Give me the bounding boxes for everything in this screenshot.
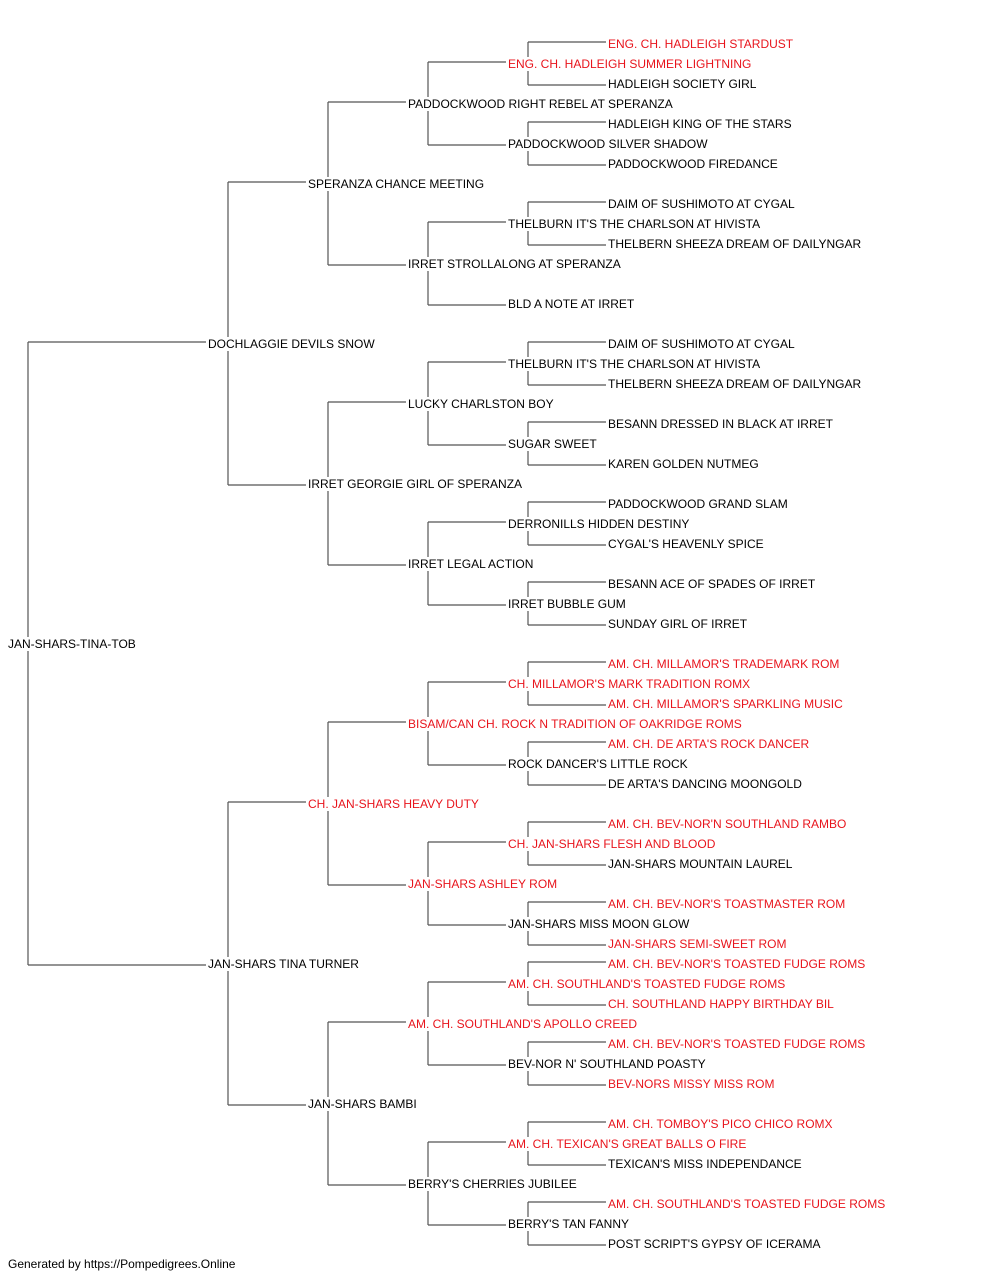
pedigree-entry-grandparent: IRRET GEORGIE GIRL OF SPERANZA <box>308 477 525 491</box>
pedigree-entry-gg-grandparent: CH. JAN-SHARS FLESH AND BLOOD <box>508 837 718 851</box>
pedigree-entry-ggg-grandparent: AM. CH. BEV-NOR'N SOUTHLAND RAMBO <box>608 817 849 831</box>
pedigree-entry-great-grandparent: IRRET STROLLALONG AT SPERANZA <box>408 257 623 271</box>
pedigree-entry-gg-grandparent: ENG. CH. HADLEIGH SUMMER LIGHTNING <box>508 57 754 71</box>
pedigree-entry-ggg-grandparent: TEXICAN'S MISS INDEPENDANCE <box>608 1157 804 1171</box>
pedigree-entry-ggg-grandparent: CH. SOUTHLAND HAPPY BIRTHDAY BIL <box>608 997 836 1011</box>
pedigree-entry-ggg-grandparent: AM. CH. BEV-NOR'S TOASTED FUDGE ROMS <box>608 1037 868 1051</box>
footer-credit: Generated by https://Pompedigrees.Online <box>8 1257 236 1271</box>
pedigree-entry-ggg-grandparent: AM. CH. BEV-NOR'S TOASTED FUDGE ROMS <box>608 957 868 971</box>
pedigree-entry-great-grandparent: IRRET LEGAL ACTION <box>408 557 536 571</box>
pedigree-entry-great-grandparent: LUCKY CHARLSTON BOY <box>408 397 556 411</box>
pedigree-entry-ggg-grandparent: AM. CH. TOMBOY'S PICO CHICO ROMX <box>608 1117 835 1131</box>
pedigree-entry-gg-grandparent: AM. CH. SOUTHLAND'S TOASTED FUDGE ROMS <box>508 977 788 991</box>
pedigree-entry-grandparent: CH. JAN-SHARS HEAVY DUTY <box>308 797 481 811</box>
pedigree-entry-grandparent: JAN-SHARS BAMBI <box>308 1097 419 1111</box>
pedigree-entry-dog: JAN-SHARS-TINA-TOB <box>8 637 138 651</box>
pedigree-entry-gg-grandparent: SUGAR SWEET <box>508 437 599 451</box>
pedigree-entry-gg-grandparent: BLD A NOTE AT IRRET <box>508 297 637 311</box>
pedigree-entry-ggg-grandparent: AM. CH. MILLAMOR'S TRADEMARK ROM <box>608 657 842 671</box>
pedigree-entry-ggg-grandparent: KAREN GOLDEN NUTMEG <box>608 457 761 471</box>
pedigree-entry-great-grandparent: JAN-SHARS ASHLEY ROM <box>408 877 560 891</box>
pedigree-entry-ggg-grandparent: AM. CH. MILLAMOR'S SPARKLING MUSIC <box>608 697 845 711</box>
pedigree-entry-great-grandparent: BERRY'S CHERRIES JUBILEE <box>408 1177 579 1191</box>
pedigree-entry-gg-grandparent: BERRY'S TAN FANNY <box>508 1217 631 1231</box>
pedigree-entry-gg-grandparent: BEV-NOR N' SOUTHLAND POASTY <box>508 1057 708 1071</box>
pedigree-entry-ggg-grandparent: AM. CH. SOUTHLAND'S TOASTED FUDGE ROMS <box>608 1197 888 1211</box>
pedigree-entry-ggg-grandparent: CYGAL'S HEAVENLY SPICE <box>608 537 766 551</box>
pedigree-entry-ggg-grandparent: AM. CH. BEV-NOR'S TOASTMASTER ROM <box>608 897 848 911</box>
pedigree-entry-sire-or-dam: DOCHLAGGIE DEVILS SNOW <box>208 337 377 351</box>
pedigree-entry-great-grandparent: BISAM/CAN CH. ROCK N TRADITION OF OAKRID… <box>408 717 744 731</box>
pedigree-entry-gg-grandparent: DERRONILLS HIDDEN DESTINY <box>508 517 692 531</box>
pedigree-entry-ggg-grandparent: HADLEIGH SOCIETY GIRL <box>608 77 759 91</box>
pedigree-entry-ggg-grandparent: THELBERN SHEEZA DREAM OF DAILYNGAR <box>608 237 864 251</box>
pedigree-entry-ggg-grandparent: AM. CH. DE ARTA'S ROCK DANCER <box>608 737 812 751</box>
pedigree-entry-ggg-grandparent: DAIM OF SUSHIMOTO AT CYGAL <box>608 337 797 351</box>
pedigree-entry-ggg-grandparent: ENG. CH. HADLEIGH STARDUST <box>608 37 796 51</box>
pedigree-entry-sire-or-dam: JAN-SHARS TINA TURNER <box>208 957 361 971</box>
pedigree-entry-ggg-grandparent: POST SCRIPT'S GYPSY OF ICERAMA <box>608 1237 823 1251</box>
pedigree-entry-gg-grandparent: AM. CH. TEXICAN'S GREAT BALLS O FIRE <box>508 1137 749 1151</box>
pedigree-entry-ggg-grandparent: JAN-SHARS SEMI-SWEET ROM <box>608 937 789 951</box>
pedigree-entry-gg-grandparent: THELBURN IT'S THE CHARLSON AT HIVISTA <box>508 357 763 371</box>
pedigree-entry-grandparent: SPERANZA CHANCE MEETING <box>308 177 487 191</box>
pedigree-entry-ggg-grandparent: DAIM OF SUSHIMOTO AT CYGAL <box>608 197 797 211</box>
pedigree-entry-ggg-grandparent: SUNDAY GIRL OF IRRET <box>608 617 750 631</box>
pedigree-entry-gg-grandparent: JAN-SHARS MISS MOON GLOW <box>508 917 692 931</box>
pedigree-entry-great-grandparent: PADDOCKWOOD RIGHT REBEL AT SPERANZA <box>408 97 675 111</box>
pedigree-entry-ggg-grandparent: HADLEIGH KING OF THE STARS <box>608 117 794 131</box>
pedigree-entry-gg-grandparent: ROCK DANCER'S LITTLE ROCK <box>508 757 690 771</box>
pedigree-entry-ggg-grandparent: BEV-NORS MISSY MISS ROM <box>608 1077 777 1091</box>
pedigree-entry-ggg-grandparent: THELBERN SHEEZA DREAM OF DAILYNGAR <box>608 377 864 391</box>
pedigree-entry-gg-grandparent: THELBURN IT'S THE CHARLSON AT HIVISTA <box>508 217 763 231</box>
pedigree-entry-gg-grandparent: IRRET BUBBLE GUM <box>508 597 628 611</box>
pedigree-entry-ggg-grandparent: BESANN ACE OF SPADES OF IRRET <box>608 577 818 591</box>
pedigree-entry-ggg-grandparent: DE ARTA'S DANCING MOONGOLD <box>608 777 804 791</box>
pedigree-entry-gg-grandparent: PADDOCKWOOD SILVER SHADOW <box>508 137 710 151</box>
pedigree-entry-gg-grandparent: CH. MILLAMOR'S MARK TRADITION ROMX <box>508 677 753 691</box>
pedigree-entry-ggg-grandparent: JAN-SHARS MOUNTAIN LAUREL <box>608 857 795 871</box>
pedigree-entry-ggg-grandparent: BESANN DRESSED IN BLACK AT IRRET <box>608 417 835 431</box>
pedigree-entry-ggg-grandparent: PADDOCKWOOD GRAND SLAM <box>608 497 790 511</box>
pedigree-entry-great-grandparent: AM. CH. SOUTHLAND'S APOLLO CREED <box>408 1017 640 1031</box>
pedigree-entry-ggg-grandparent: PADDOCKWOOD FIREDANCE <box>608 157 780 171</box>
